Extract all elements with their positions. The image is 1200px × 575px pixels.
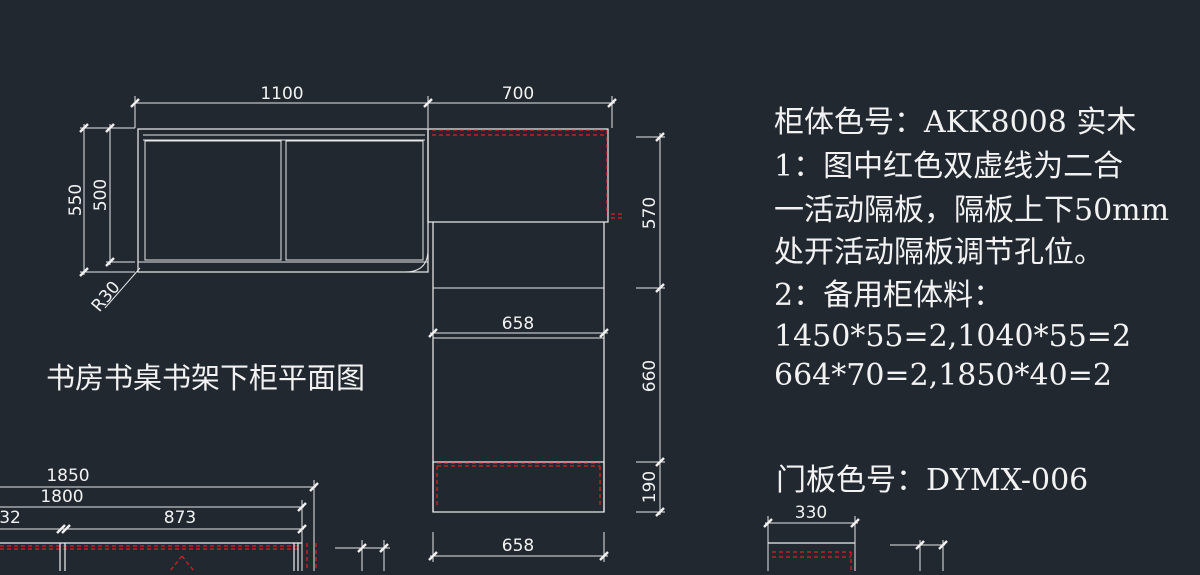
- dim-1800: 1800: [40, 487, 83, 507]
- dim-550: 550: [66, 184, 86, 216]
- door-color-note: 门板色号：DYMX-006: [776, 463, 1088, 498]
- dimension-right: 570 660 190: [636, 132, 665, 517]
- dim-660: 660: [640, 360, 660, 392]
- cabinet-drawer: [432, 461, 605, 513]
- dim-500: 500: [91, 179, 111, 211]
- dim-658-middle: 658: [502, 314, 534, 334]
- dim-1850: 1850: [46, 466, 89, 486]
- note-line-6: 1450*55=2,1040*55=2: [774, 319, 1131, 354]
- cabinet-plan-view: [427, 128, 624, 513]
- desk-panel-right: [285, 140, 424, 261]
- dim-1100: 1100: [260, 84, 303, 104]
- note-line-4: 处开活动隔板调节孔位。: [774, 235, 1104, 270]
- notes-block: 柜体色号：AKK8008 实木 1：图中红色双虚线为二合 一活动隔板，隔板上下5…: [774, 105, 1169, 498]
- drawing-title: 书房书桌书架下柜平面图: [46, 361, 365, 395]
- lower-plan-view: 1850 1800 32 873: [0, 466, 390, 572]
- note-line-3: 一活动隔板，隔板上下50mm: [774, 193, 1169, 228]
- note-line-7: 664*70=2,1850*40=2: [774, 358, 1112, 393]
- dim-570: 570: [640, 197, 660, 229]
- dimension-left: 550 500 R30: [66, 123, 141, 316]
- note-line-1: 柜体色号：AKK8008 实木: [774, 105, 1136, 140]
- dim-r30: R30: [88, 278, 125, 316]
- cabinet-top-section: [427, 128, 609, 223]
- dim-190: 190: [640, 471, 660, 503]
- dimension-bottom: 658: [428, 532, 609, 562]
- desk-plan-view: [137, 128, 429, 273]
- note-line-5: 2：备用柜体料：: [774, 278, 1003, 313]
- dim-658-bottom: 658: [502, 536, 534, 556]
- side-view: 330: [763, 503, 948, 571]
- desk-panel-left: [144, 140, 282, 261]
- dim-700: 700: [502, 84, 534, 104]
- desk-outline: [137, 128, 429, 273]
- dim-32: 32: [0, 508, 21, 528]
- dimension-top: 1100 700: [130, 84, 617, 128]
- dimension-middle: 658: [428, 314, 609, 340]
- dim-330: 330: [795, 503, 827, 523]
- note-line-2: 1：图中红色双虚线为二合: [774, 149, 1123, 184]
- dim-873: 873: [164, 508, 196, 528]
